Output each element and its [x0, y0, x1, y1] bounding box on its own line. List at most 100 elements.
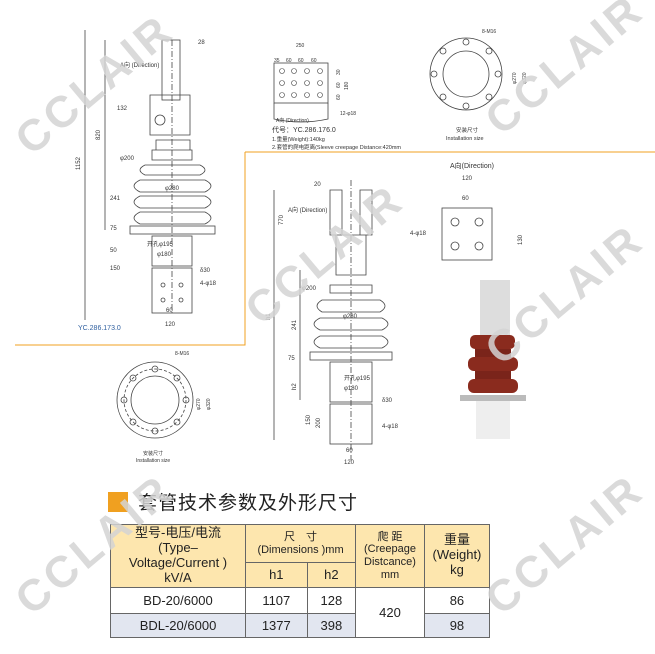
dim-label: 250 — [296, 43, 305, 49]
note: 1.重量(Weight):140kg — [272, 135, 325, 143]
dim-label: h1 — [266, 313, 272, 320]
dim-label: 60 — [286, 58, 292, 64]
header-text: kg — [450, 562, 464, 578]
header-dimensions: 尺 寸 (Dimensions )mm — [244, 523, 357, 564]
dim-label: 180 — [344, 81, 350, 90]
header-text: kV/A — [164, 569, 192, 585]
cell-weight: 98 — [423, 612, 491, 638]
header-text: 型号-电压/电流 — [135, 525, 221, 540]
drawing-code: 代号：YC.286.176.0 — [272, 125, 336, 134]
heading-title: 套管技术参数及外形尺寸 — [138, 493, 359, 514]
dim-label: 60 — [346, 448, 353, 454]
heading-marker-icon — [108, 491, 128, 512]
label: 安装尺寸 — [143, 450, 163, 457]
dim-label: 开孔φ195 — [344, 374, 371, 382]
dim-label: δ30 — [382, 398, 393, 404]
bushing-drawing-1: 1152 820 28 132 φ200 φ280 开孔φ195 φ180 δ3… — [76, 30, 217, 332]
note: 2.套管的爬电距离(Sleeve creepage Distance:420mm — [272, 143, 401, 151]
dim-label: 4-φ18 — [382, 424, 399, 430]
terminal-plate-drawing: 250 35 60 60 60 30 60 60 180 12-φ18 A向 (… — [272, 43, 401, 151]
cell-h2: 128 — [306, 586, 357, 614]
dim-label: 770 — [279, 214, 285, 225]
header-text: (Creepage — [364, 543, 416, 556]
header-h2: h2 — [306, 562, 357, 588]
bushing-drawing-2: h1 770 h2 241 75 150 200 20 A向 (Directio… — [266, 180, 399, 466]
header-text: 重量 — [443, 532, 470, 548]
dim-label: φ320 — [206, 398, 212, 410]
cell-type: BDL-20/6000 — [110, 612, 246, 638]
dim-label: φ320 — [522, 72, 528, 84]
dim-label: δ30 — [200, 268, 211, 274]
header-creepage: 爬 距 (Creepage Distcance) mm — [355, 524, 425, 588]
section-heading: 套管技术参数及外形尺寸 — [108, 488, 358, 515]
header-weight: 重量 (Weight) kg — [423, 524, 491, 588]
dim-label: 开孔φ195 — [147, 240, 174, 248]
dim-label: φ280 — [165, 186, 180, 192]
dim-label: 120 — [462, 176, 473, 182]
section-divider — [15, 151, 655, 346]
dim-label: 120 — [344, 460, 355, 466]
header-text: 尺 寸 — [284, 531, 318, 544]
header-text: (Dimensions )mm — [257, 543, 344, 556]
label: 安装尺寸 — [456, 126, 479, 134]
cell-type: BD-20/6000 — [110, 586, 246, 614]
header-h1: h1 — [245, 562, 308, 588]
header-type: 型号-电压/电流 (Type–Voltage/Current ) kV/A — [110, 524, 246, 588]
table-row: BD-20/6000 1107 128 420 86 — [110, 586, 491, 638]
terminal-plate-a-view: A向(Direction) 120 60 130 4-φ18 — [410, 161, 524, 261]
dim-label: 75 — [110, 226, 117, 232]
dim-label: 35 — [274, 58, 280, 64]
dim-label: 4-φ18 — [410, 231, 427, 237]
watermark: CCLAIR — [476, 464, 654, 625]
dim-label: 75 — [288, 356, 295, 362]
dim-label: φ280 — [343, 314, 358, 320]
dim-label: 241 — [110, 196, 121, 202]
dim-label: 60 — [336, 82, 342, 88]
cell-h1: 1107 — [245, 586, 308, 614]
bushing-photo — [460, 280, 526, 439]
cell-h1: 1377 — [245, 612, 308, 638]
installation-flange-2: 8-M16 φ270 φ320 安装尺寸 Installation size — [429, 29, 528, 142]
dim-label: 28 — [198, 40, 205, 46]
dim-label: 820 — [96, 129, 102, 140]
technical-drawings: 1152 820 28 132 φ200 φ280 开孔φ195 φ180 δ3… — [15, 29, 655, 466]
direction-label: A向 (Direction) — [276, 117, 309, 124]
cell-h2: 398 — [306, 612, 357, 638]
installation-flange-1: 8-M16 φ270 φ320 安装尺寸 Installation size — [116, 351, 212, 464]
dim-label: 60 — [166, 308, 173, 314]
dim-label: 12-φ18 — [340, 111, 356, 117]
dim-label: 20 — [314, 182, 321, 188]
header-text: (Weight) — [432, 547, 482, 563]
dim-label: φ200 — [302, 286, 317, 292]
dim-label: 200 — [316, 417, 322, 428]
dim-label: 241 — [292, 319, 298, 330]
dim-label: 50 — [110, 248, 117, 254]
dim-label: h2 — [292, 383, 298, 390]
dim-label: 8-M16 — [482, 29, 496, 35]
dim-label: 132 — [117, 106, 128, 112]
dim-label: 30 — [336, 69, 342, 75]
dim-label: φ180 — [344, 386, 359, 392]
header-text: (Type–Voltage/Current ) — [128, 539, 228, 570]
table-row: BDL-20/6000 1377 398 98 — [110, 612, 491, 638]
dim-label: 8-M16 — [175, 351, 189, 357]
dim-label: φ270 — [196, 398, 202, 410]
header-text: mm — [380, 568, 400, 581]
dim-label: 60 — [336, 94, 342, 100]
dim-label: 150 — [110, 266, 121, 272]
label: Installation size — [136, 458, 170, 464]
direction-label: A向 (Direction) — [288, 206, 327, 214]
header-text: Distcance) — [364, 555, 416, 568]
dim-label: 130 — [518, 234, 524, 245]
dim-label: φ270 — [512, 72, 518, 84]
dim-label: 4-φ18 — [200, 281, 217, 287]
dim-label: 60 — [311, 58, 317, 64]
dim-label: 150 — [306, 414, 312, 425]
cell-weight: 86 — [423, 586, 491, 614]
cell-creepage: 420 — [355, 586, 425, 638]
parameters-table: 型号-电压/电流 (Type–Voltage/Current ) kV/A 尺 … — [110, 523, 491, 638]
label: Installation size — [446, 136, 484, 142]
direction-label: A向(Direction) — [450, 161, 494, 170]
dim-label: 120 — [165, 322, 176, 328]
